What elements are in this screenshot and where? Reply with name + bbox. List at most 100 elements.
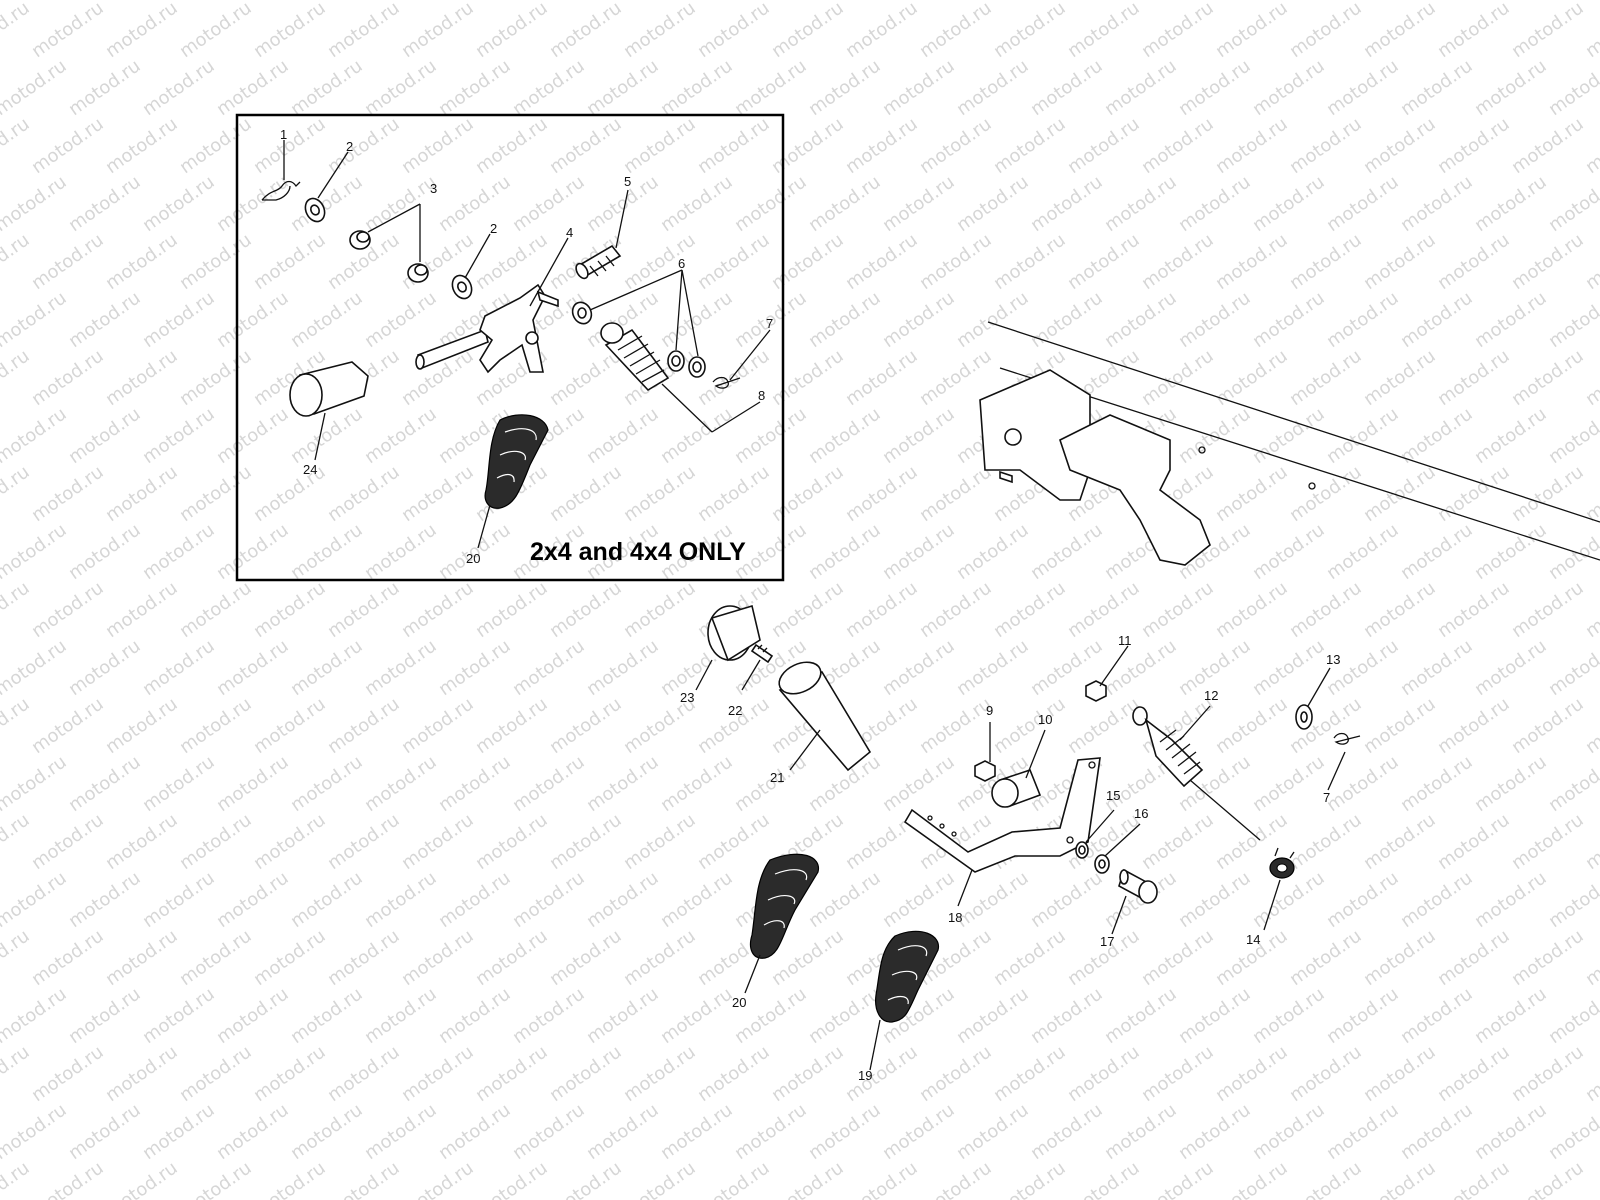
watermark-text: motod.ru	[176, 810, 256, 875]
watermark-text: motod.ru	[1434, 1158, 1514, 1200]
watermark-text: motod.ru	[361, 752, 441, 817]
watermark-text: motod.ru	[1471, 172, 1551, 237]
watermark-text: motod.ru	[65, 984, 145, 1049]
watermark-text: motod.ru	[1582, 346, 1600, 411]
watermark-text: motod.ru	[546, 578, 626, 643]
callout-1: 1	[280, 127, 287, 142]
watermark-text: motod.ru	[842, 462, 922, 527]
watermark-text: motod.ru	[1434, 346, 1514, 411]
watermark-text: motod.ru	[398, 462, 478, 527]
watermark-text: motod.ru	[546, 346, 626, 411]
watermark-text: motod.ru	[213, 0, 293, 4]
watermark-text: motod.ru	[1360, 114, 1440, 179]
watermark-text: motod.ru	[213, 636, 293, 701]
watermark-text: motod.ru	[1508, 810, 1588, 875]
part-screw	[750, 643, 774, 664]
watermark-text: motod.ru	[990, 694, 1070, 759]
inset-caption: 2x4 and 4x4 ONLY	[530, 538, 746, 566]
watermark-text: motod.ru	[102, 694, 182, 759]
watermark-text: motod.ru	[1286, 926, 1366, 991]
watermark-text: motod.ru	[805, 1100, 885, 1165]
watermark-text: motod.ru	[435, 984, 515, 1049]
watermark-text: motod.ru	[250, 0, 330, 62]
watermark-text: motod.ru	[1286, 810, 1366, 875]
watermark-text: motod.ru	[509, 752, 589, 817]
watermark-text: motod.ru	[1545, 636, 1600, 701]
watermark-text: motod.ru	[176, 346, 256, 411]
watermark-text: motod.ru	[0, 1100, 71, 1165]
watermark-text: motod.ru	[916, 1042, 996, 1107]
watermark-text: motod.ru	[1397, 636, 1477, 701]
watermark-text: motod.ru	[139, 404, 219, 469]
watermark-text: motod.ru	[1582, 230, 1600, 295]
part-washer	[1094, 854, 1110, 874]
watermark-text: motod.ru	[287, 520, 367, 585]
watermark-text: motod.ru	[28, 114, 108, 179]
watermark-text: motod.ru	[657, 56, 737, 121]
watermark-text: motod.ru	[1471, 288, 1551, 353]
watermark-text: motod.ru	[583, 56, 663, 121]
watermark-text: motod.ru	[176, 1158, 256, 1200]
callout-labels: 1 2 3 2 4 5 6 7 8 24 20 23 22 21 11 9 10…	[280, 127, 1340, 1083]
watermark-text: motod.ru	[472, 926, 552, 991]
watermark-text: motod.ru	[65, 172, 145, 237]
watermark-text: motod.ru	[1286, 1158, 1366, 1200]
watermark-text: motod.ru	[250, 810, 330, 875]
watermark-text: motod.ru	[1323, 868, 1403, 933]
watermark-text: motod.ru	[1508, 578, 1588, 643]
part-washer	[571, 301, 593, 325]
watermark-text: motod.ru	[28, 0, 108, 62]
watermark-text: motod.ru	[472, 1158, 552, 1200]
watermark-text: motod.ru	[176, 694, 256, 759]
watermark-text: motod.ru	[1101, 288, 1181, 353]
watermark-text: motod.ru	[472, 230, 552, 295]
watermark-text: motod.ru	[0, 0, 71, 4]
watermark-text: motod.ru	[361, 520, 441, 585]
watermark-text: motod.ru	[583, 636, 663, 701]
watermark-text: motod.ru	[0, 114, 34, 179]
watermark-text: motod.ru	[28, 462, 108, 527]
watermark-text: motod.ru	[250, 1042, 330, 1107]
watermark-text: motod.ru	[509, 172, 589, 237]
part-shift-cable	[1132, 706, 1261, 841]
watermark-text: motod.ru	[1064, 114, 1144, 179]
watermark-text: motod.ru	[324, 0, 404, 62]
watermark-text: motod.ru	[213, 520, 293, 585]
watermark-text: motod.ru	[139, 288, 219, 353]
watermark-text: motod.ru	[0, 520, 71, 585]
watermark-text: motod.ru	[1286, 462, 1366, 527]
callout-10: 10	[1038, 712, 1052, 727]
watermark-text: motod.ru	[1397, 868, 1477, 933]
watermark-text: motod.ru	[509, 868, 589, 933]
watermark-text: motod.ru	[0, 636, 71, 701]
part-shift-lever	[903, 757, 1101, 873]
watermark-text: motod.ru	[583, 0, 663, 4]
watermark-text: motod.ru	[176, 1042, 256, 1107]
watermark-text: motod.ru	[990, 1042, 1070, 1107]
watermark-text: motod.ru	[0, 230, 34, 295]
watermark-text: motod.ru	[213, 288, 293, 353]
watermark-text: motod.ru	[1434, 0, 1514, 62]
watermark-text: motod.ru	[1249, 288, 1329, 353]
watermark-text: motod.ru	[990, 230, 1070, 295]
watermark-text: motod.ru	[990, 114, 1070, 179]
watermark-text: motod.ru	[842, 1042, 922, 1107]
watermark-text: motod.ru	[65, 1100, 145, 1165]
watermark-text: motod.ru	[1397, 752, 1477, 817]
watermark-text: motod.ru	[1397, 0, 1477, 4]
callout-24: 24	[303, 462, 317, 477]
watermark-text: motod.ru	[287, 288, 367, 353]
watermark-text: motod.ru	[694, 230, 774, 295]
part-boot	[484, 414, 549, 509]
watermark-text: motod.ru	[842, 578, 922, 643]
part-washer	[1075, 841, 1089, 859]
watermark-text: motod.ru	[1360, 346, 1440, 411]
watermark-text: motod.ru	[1323, 984, 1403, 1049]
watermark-text: motod.ru	[953, 1100, 1033, 1165]
watermark-text: motod.ru	[1545, 752, 1600, 817]
watermark-text: motod.ru	[1138, 346, 1218, 411]
watermark-text: motod.ru	[398, 694, 478, 759]
watermark-text: motod.ru	[361, 984, 441, 1049]
watermark-text: motod.ru	[0, 0, 34, 62]
watermark-text: motod.ru	[102, 1042, 182, 1107]
